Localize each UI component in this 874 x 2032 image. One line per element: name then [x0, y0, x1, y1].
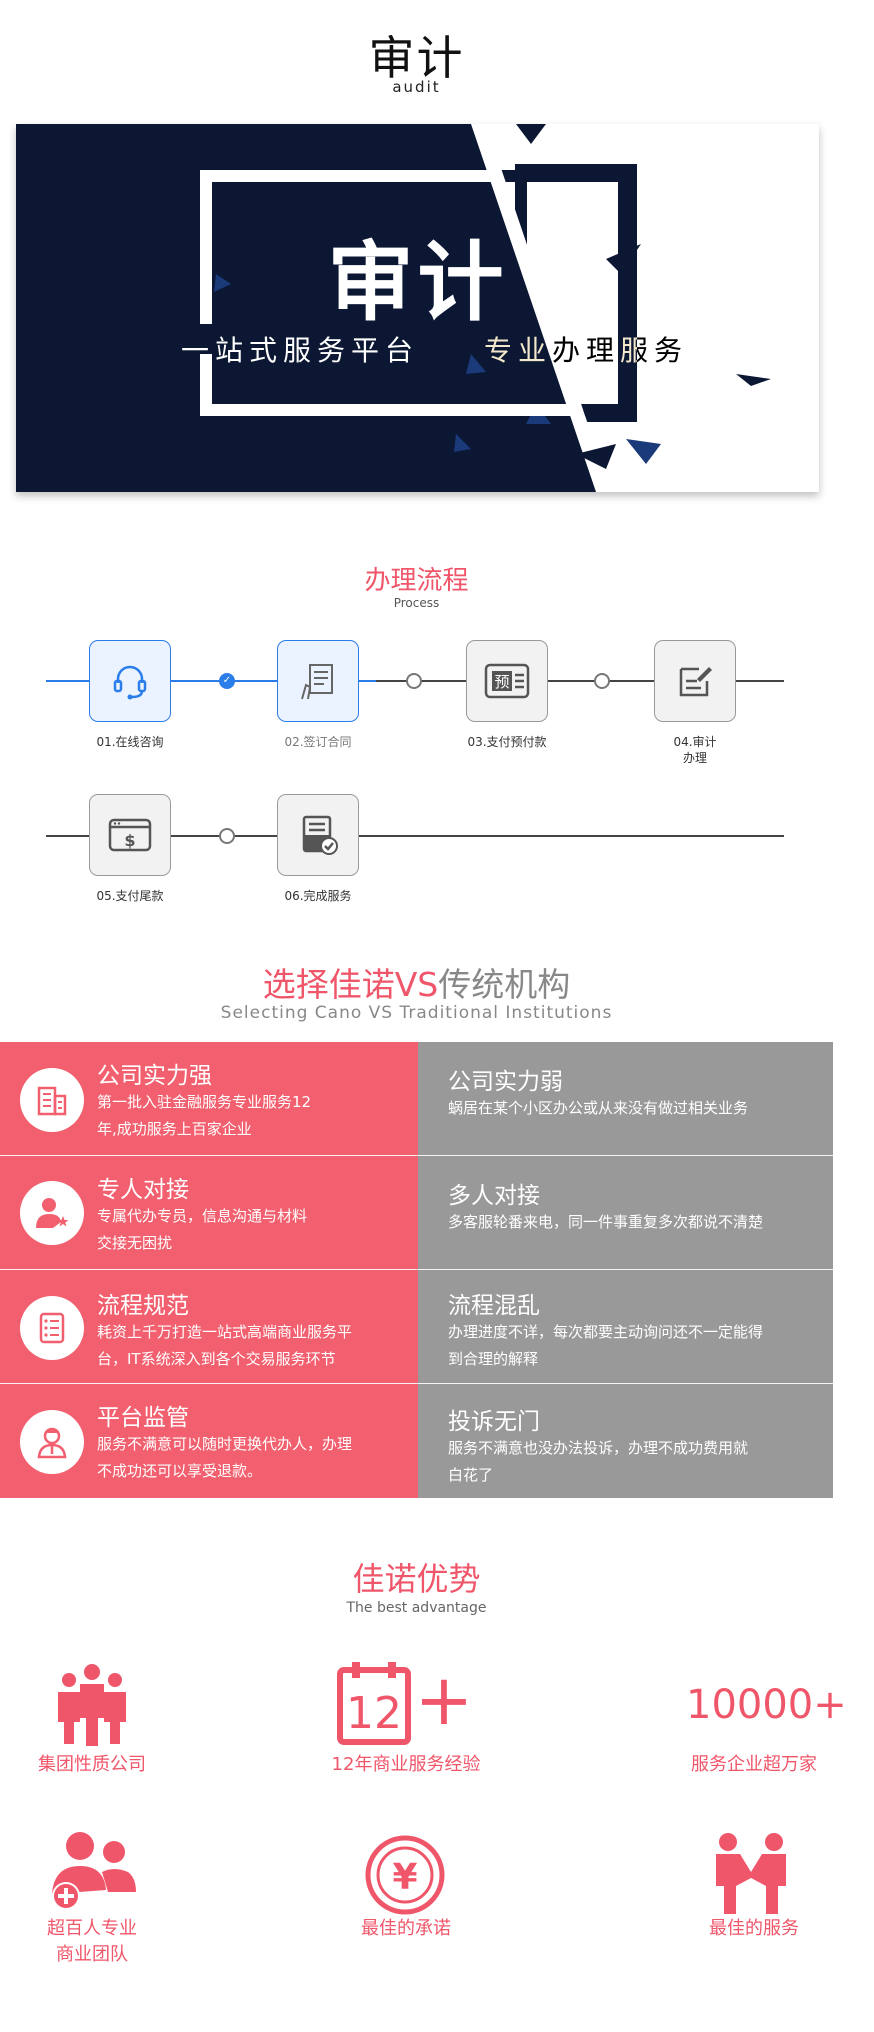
prepay-icon: 预	[484, 663, 530, 699]
compare-left-desc: 耗资上千万打造一站式高端商业服务平	[97, 1323, 353, 1341]
building-icon	[20, 1068, 84, 1132]
compare-left-desc: 第一批入驻金融服务专业服务12	[97, 1093, 312, 1111]
process-node-done: ✓	[219, 673, 235, 689]
compare-subtitle: Selecting Cano VS Traditional Institutio…	[220, 1003, 613, 1023]
row-divider	[0, 1269, 833, 1270]
compare-left-title: 平台监管	[97, 1405, 189, 1431]
compare-right-desc: 到合理的解释	[448, 1350, 539, 1368]
compare-left-desc: 服务不满意可以随时更换代办人，办理	[97, 1435, 353, 1453]
advantage-label: 集团性质公司	[38, 1754, 146, 1775]
compare-right-row	[418, 1042, 833, 1156]
step-label: 01.在线咨询	[96, 735, 164, 749]
advantage-label: 最佳的承诺	[361, 1918, 451, 1939]
page-subtitle: audit	[392, 78, 441, 96]
compare-left-desc: 专属代办专员，信息沟通与材料	[97, 1207, 308, 1225]
compare-left-desc: 年,成功服务上百家企业	[97, 1120, 252, 1138]
step-final-payment[interactable]: $	[89, 794, 171, 876]
group-people-icon	[52, 1662, 132, 1750]
process-title: 办理流程	[364, 566, 469, 596]
compare-right-title: 多人对接	[448, 1183, 540, 1209]
advantage-title: 佳诺优势	[352, 1560, 481, 1598]
compare-right-desc: 蜗居在某个小区办公或从来没有做过相关业务	[448, 1099, 749, 1117]
process-node	[219, 828, 235, 844]
calendar-12-icon: 12 +	[336, 1659, 473, 1750]
compare-right-row	[418, 1156, 833, 1270]
compare-right-title: 公司实力弱	[448, 1069, 563, 1095]
step-label: 06.完成服务	[284, 889, 352, 903]
advantage-label: 12年商业服务经验	[331, 1754, 481, 1775]
step-complete[interactable]	[277, 794, 359, 876]
contract-sign-icon	[301, 664, 333, 700]
agent-icon	[20, 1181, 84, 1245]
step-online-consult[interactable]	[89, 640, 171, 722]
page-title: 审计	[368, 31, 465, 85]
compare-right-desc: 多客服轮番来电，同一件事重复多次都说不清楚	[448, 1213, 764, 1231]
payment-icon-text: $	[124, 831, 135, 850]
team-add-icon	[48, 1830, 140, 1916]
process-track-done	[46, 680, 376, 682]
step-audit-handle[interactable]	[654, 640, 736, 722]
compare-right-row	[418, 1270, 833, 1384]
advantage-label-line2: 商业团队	[56, 1944, 128, 1965]
compare-right-desc: 白花了	[448, 1466, 494, 1484]
banner-graphic	[16, 124, 771, 492]
yuan-coin-icon: ¥	[364, 1834, 446, 1920]
compare-title: 选择佳诺VS传统机构	[262, 965, 571, 1004]
headset-icon	[113, 665, 147, 700]
process-track-pending	[46, 835, 784, 837]
step-sign-contract[interactable]	[277, 640, 359, 722]
complete-doc-icon	[302, 815, 338, 855]
row-divider	[0, 1155, 833, 1156]
calendar-plus: +	[415, 1659, 474, 1741]
compare-left-desc: 交接无困扰	[97, 1234, 173, 1252]
step-label: 02.签订合同	[284, 735, 352, 749]
advantage-label: 服务企业超万家	[691, 1754, 817, 1775]
calendar-icon-text: 12	[346, 1688, 402, 1739]
stat-number: 10000+	[686, 1682, 847, 1728]
compare-right-title: 投诉无门	[448, 1409, 540, 1435]
checklist-icon	[20, 1296, 84, 1360]
compare-right-title: 流程混乱	[448, 1293, 540, 1319]
row-divider	[0, 1383, 833, 1384]
compare-right-desc: 服务不满意也没办法投诉，办理不成功费用就	[448, 1439, 749, 1457]
step-label: 05.支付尾款	[96, 889, 164, 903]
banner-title: 审计	[327, 233, 508, 333]
hero-banner: 审计 一站式服务平台 专业办理服务	[16, 124, 819, 492]
compare-right-row	[418, 1384, 833, 1498]
handshake-people-icon	[706, 1832, 796, 1920]
step-label-line2: 办理	[682, 751, 707, 765]
compare-left-desc: 不成功还可以享受退款。	[97, 1462, 263, 1480]
banner-tagline-left: 一站式服务平台	[181, 334, 420, 367]
process-track-pending	[376, 680, 784, 682]
prepay-icon-text: 预	[494, 673, 509, 691]
advantage-subtitle: The best advantage	[346, 1600, 487, 1616]
step-label: 04.审计	[673, 735, 717, 749]
edit-form-icon	[679, 667, 712, 697]
supervisor-icon	[20, 1410, 84, 1474]
process-node	[406, 673, 422, 689]
banner-tagline-right: 专业办理服务	[484, 334, 689, 367]
process-node	[594, 673, 610, 689]
payment-card-icon: $	[108, 818, 152, 852]
process-subtitle: Process	[393, 596, 440, 610]
compare-left-title: 公司实力强	[97, 1063, 212, 1089]
advantage-label: 超百人专业	[47, 1918, 137, 1939]
compare-right-desc: 办理进度不详，每次都要主动询问还不一定能得	[448, 1323, 764, 1341]
yuan-icon-text: ¥	[392, 1857, 417, 1898]
compare-left-title: 流程规范	[97, 1293, 189, 1319]
step-prepay[interactable]: 预	[466, 640, 548, 722]
compare-left-desc: 台，IT系统深入到各个交易服务环节	[97, 1350, 336, 1368]
advantage-label: 最佳的服务	[709, 1918, 799, 1939]
compare-left-title: 专人对接	[97, 1177, 189, 1203]
step-label: 03.支付预付款	[467, 735, 547, 749]
